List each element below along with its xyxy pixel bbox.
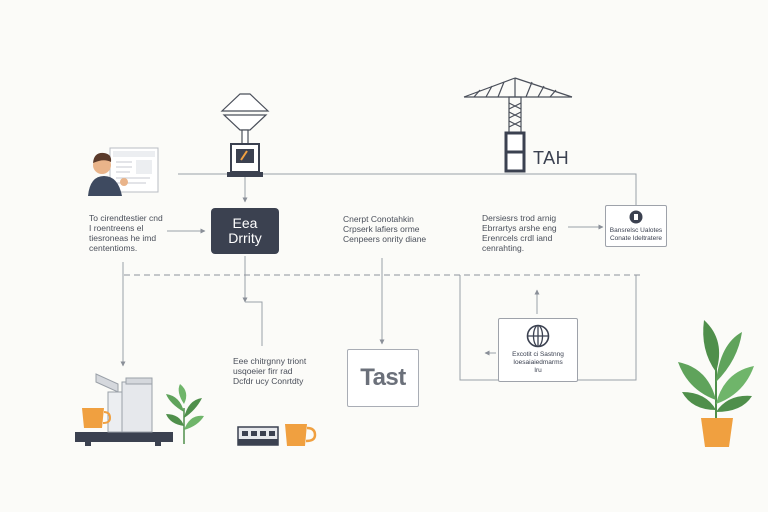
funnel-machine-icon — [220, 93, 270, 177]
control-panel-icon — [237, 426, 279, 446]
right-note: Dersiesrs trod arnig Ebrrartys arshe eng… — [482, 213, 557, 253]
right-note-line-2: Ebrrartys arshe eng — [482, 223, 557, 233]
plant-icon-large — [678, 320, 754, 447]
left-note-line-4: cententioms. — [89, 243, 138, 253]
person-at-screen-icon — [88, 147, 159, 196]
globe-card-line-1: Excotit ci Sastnng — [512, 351, 564, 358]
badge-card-line-2: Conate Ideltratere — [609, 235, 663, 242]
globe-icon — [526, 324, 550, 348]
center-note: Cnerpt Conotahkin Crpserk lafiers orme C… — [343, 214, 426, 244]
test-box[interactable]: Tast — [347, 349, 419, 407]
bottom-note-line-1: Eee chitrgnny triont — [233, 356, 307, 366]
plant-icon-small — [166, 384, 204, 444]
globe-card-line-3: Iru — [534, 367, 542, 374]
left-note-line-2: I roentreens el — [89, 223, 144, 233]
coffee-machine-icon — [75, 373, 173, 446]
bottom-note-line-2: usqoeier firr rad — [233, 366, 293, 376]
tower-crane-icon — [463, 77, 573, 173]
right-note-line-4: cenrahting. — [482, 243, 525, 253]
right-note-line-3: Erenrcels crdl iand — [482, 233, 553, 243]
center-note-line-2: Crpserk lafiers orme — [343, 224, 420, 234]
tah-label: TAH — [533, 148, 570, 168]
globe-card-line-2: Ioesaiaiedmarms — [513, 359, 563, 366]
dark-box-line-1: Eea — [232, 215, 258, 231]
right-note-line-1: Dersiesrs trod arnig — [482, 213, 557, 223]
center-note-line-3: Cenpeers onrity diane — [343, 234, 427, 244]
bottom-note: Eee chitrgnny triont usqoeier firr rad D… — [233, 356, 306, 386]
connector-bottom-note — [245, 301, 263, 346]
connector-top-horizontal — [178, 173, 637, 205]
badge-card-line-1: Bansrelsc Ualotes — [609, 227, 663, 234]
left-note: To cirendtestier cnd I roentreens el tie… — [89, 213, 163, 253]
badge-card[interactable]: Bansrelsc Ualotes Conate Ideltratere — [605, 205, 667, 247]
center-note-line-1: Cnerpt Conotahkin — [343, 214, 414, 224]
left-note-line-1: To cirendtestier cnd — [89, 213, 163, 223]
bottom-note-line-3: Dcfdr ucy Conrtdty — [233, 376, 304, 386]
coffee-cup-icon-2 — [285, 424, 317, 446]
left-note-line-3: tiesroneas he imd — [89, 233, 157, 243]
coffee-cup-icon — [82, 408, 112, 428]
dark-box-line-2: Drrity — [228, 230, 262, 246]
globe-card[interactable]: Excotit ci Sastnng Ioesaiaiedmarms Iru — [498, 318, 578, 382]
badge-icon — [629, 210, 643, 224]
dark-process-box[interactable]: Eea Drrity — [211, 208, 279, 254]
